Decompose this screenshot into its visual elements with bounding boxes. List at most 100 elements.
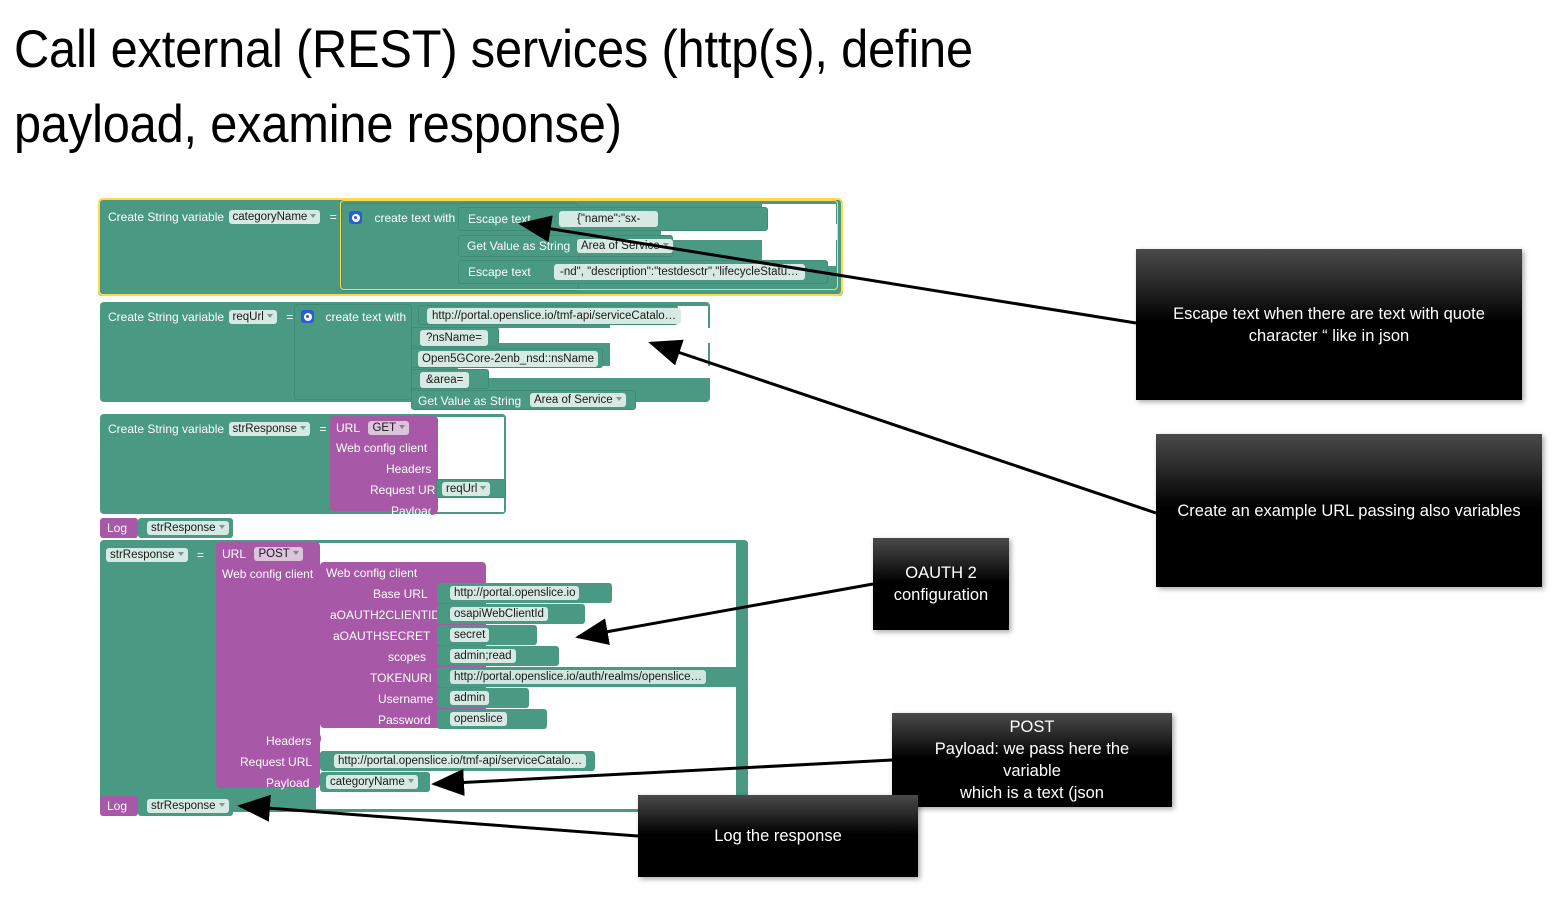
b3-row-0-label: Web config client (336, 441, 428, 455)
chevron-down-icon[interactable] (266, 313, 273, 318)
b2-row-2-value[interactable]: Open5GCore-2enb_nsd::nsName (418, 351, 598, 367)
b4-row-0-label: Headers (266, 734, 312, 748)
b4-oauth-4-value-block[interactable]: http://portal.openslice.io/auth/realms/o… (437, 667, 742, 687)
b1-row-1-label: Get Value as String (467, 239, 571, 253)
b4-oauth-6-value[interactable]: openslice (450, 712, 507, 726)
chevron-down-icon[interactable] (292, 550, 299, 555)
b4-oauth-6-value-block[interactable]: openslice (437, 709, 547, 729)
b2-row-4-value[interactable]: Area of Service (530, 393, 626, 407)
b2-row-0-value[interactable]: http://portal.openslice.io/tmf-api/servi… (427, 308, 682, 324)
b4-row-0-socket[interactable] (314, 732, 321, 745)
b4-oauth-2-label: aOAUTHSECRET (333, 629, 431, 643)
block-log-1[interactable]: Log (100, 518, 138, 538)
log2-label: Log (107, 799, 128, 813)
b1-row-0[interactable]: Escape text {"name":"sx- (458, 207, 768, 231)
b4-variable-field[interactable]: strResponse (106, 547, 188, 562)
chevron-down-icon[interactable] (218, 802, 225, 807)
b2-row-4[interactable]: Get Value as String Area of Service (411, 390, 636, 410)
log1-value[interactable]: strResponse (147, 521, 229, 535)
b4-oauth-5-value-block[interactable]: admin (437, 688, 529, 708)
b1-row-0-label: Escape text (468, 212, 531, 226)
callout-oauth-config: OAUTH 2 configuration (873, 538, 1009, 630)
b1-row-1-value[interactable]: Area of Service (577, 239, 673, 253)
b3-row-1-socket[interactable] (431, 461, 438, 474)
gear-icon[interactable] (301, 310, 314, 324)
b4-url-block[interactable] (216, 542, 320, 788)
b3-row-2-value[interactable]: reqUrl (442, 482, 491, 496)
b2-row-2[interactable]: Open5GCore-2enb_nsd::nsName (411, 348, 603, 368)
b1-row-2[interactable]: Escape text -nd", "description":"testdes… (458, 260, 828, 284)
log2-value-block[interactable]: strResponse (138, 796, 233, 816)
b1-row-0-value[interactable]: {"name":"sx- (559, 211, 659, 227)
b4-row-1-value[interactable]: http://portal.openslice.io/tmf-api/servi… (334, 754, 587, 768)
log1-label: Log (107, 521, 128, 535)
b2-mutator-label: create text with (325, 309, 407, 324)
chevron-down-icon[interactable] (407, 778, 414, 783)
b4-webconfig-socket[interactable] (314, 566, 321, 579)
log1-value-block[interactable]: strResponse (138, 518, 233, 538)
b4-row-2-label: Payload (266, 776, 310, 790)
chevron-down-icon[interactable] (615, 396, 622, 401)
b4-oauth-1-value-block[interactable]: osapiWebClientId (437, 604, 585, 624)
b1-row-1[interactable]: Get Value as String Area of Service (458, 235, 673, 257)
b4-equals-label: = (197, 547, 205, 562)
b4-oauth-1-label: aOAUTH2CLIENTID (330, 608, 441, 622)
b3-row-0-socket[interactable] (431, 440, 438, 453)
b4-oauth-5-label: Username (378, 692, 434, 706)
b2-mutator-header: create text with (301, 308, 406, 326)
b3-url-label: URL (336, 420, 361, 435)
log2-value[interactable]: strResponse (147, 799, 229, 813)
b3-row-1-label: Headers (386, 462, 432, 476)
callout-log-response: Log the response (638, 795, 918, 877)
b4-oauth-2-value-block[interactable]: secret (437, 625, 537, 645)
b4-oauth-3-value[interactable]: admin;read (450, 649, 516, 663)
chevron-down-icon[interactable] (177, 551, 184, 556)
b4-oauth-5-value[interactable]: admin (450, 691, 490, 705)
block-b2-inner-gap3 (458, 366, 710, 378)
b4-row-2-value[interactable]: categoryName (326, 775, 418, 789)
b1-statement-row: Create String variable categoryName = (108, 208, 342, 226)
b4-method-field[interactable]: POST (254, 546, 303, 561)
chevron-down-icon[interactable] (310, 213, 317, 218)
b4-oauth-1-value[interactable]: osapiWebClientId (450, 607, 548, 621)
blockly-workspace[interactable]: Create String variable categoryName = cr… (98, 198, 858, 818)
chevron-down-icon[interactable] (480, 485, 487, 490)
b3-variable-field[interactable]: strResponse (228, 421, 311, 436)
block-log-2[interactable]: Log (100, 796, 138, 816)
block-b2-inner-gap2 (498, 328, 710, 343)
b4-webconfig-socket-label: Web config client (222, 567, 314, 581)
b4-oauth-4-value[interactable]: http://portal.openslice.io/auth/realms/o… (450, 670, 707, 684)
b4-row-2-value-block[interactable]: categoryName (320, 772, 430, 792)
chevron-down-icon[interactable] (399, 424, 406, 429)
b4-row-1-value-block[interactable]: http://portal.openslice.io/tmf-api/servi… (320, 751, 595, 771)
gear-icon[interactable] (349, 211, 362, 225)
b3-row-3-socket[interactable] (431, 502, 438, 515)
callout-post-payload: POST Payload: we pass here the variable … (892, 713, 1172, 807)
b4-oauth-0-label: Base URL (373, 587, 428, 601)
b4-oauth-2-value[interactable]: secret (450, 628, 490, 642)
chevron-down-icon[interactable] (218, 524, 225, 529)
b2-row-3[interactable]: &area= (411, 369, 489, 389)
b2-row-4-label: Get Value as String (418, 394, 522, 408)
b2-row-3-value[interactable]: &area= (420, 372, 470, 388)
b4-oauth-0-value-block[interactable]: http://portal.openslice.io (437, 583, 612, 603)
b2-create-text-block[interactable] (294, 304, 412, 400)
b2-row-1-value[interactable]: ?nsName= (420, 330, 488, 346)
b2-statement-row: Create String variable reqUrl = (108, 308, 298, 326)
b1-variable-field[interactable]: categoryName (228, 209, 321, 224)
b4-oauth-3-value-block[interactable]: admin;read (437, 646, 559, 666)
b2-variable-field[interactable]: reqUrl (228, 309, 277, 324)
b4-oauth-0-value[interactable]: http://portal.openslice.io (450, 586, 580, 600)
b4-url-label: URL (222, 546, 247, 561)
chevron-down-icon[interactable] (300, 425, 307, 430)
chevron-down-icon[interactable] (662, 242, 669, 247)
b2-statement-label: Create String variable (108, 309, 225, 324)
b4-statement-row: strResponse = (106, 546, 209, 564)
b1-row-2-value[interactable]: -nd", "description":"testdesctr","lifecy… (554, 264, 805, 280)
b2-equals-label: = (286, 309, 294, 324)
b2-row-1[interactable]: ?nsName= (411, 327, 499, 347)
b1-statement-label: Create String variable (108, 209, 225, 224)
b2-row-0[interactable]: http://portal.openslice.io/tmf-api/servi… (418, 305, 682, 325)
b3-method-field[interactable]: GET (368, 420, 410, 435)
b3-row-2-value-block[interactable]: reqUrl (436, 479, 506, 498)
